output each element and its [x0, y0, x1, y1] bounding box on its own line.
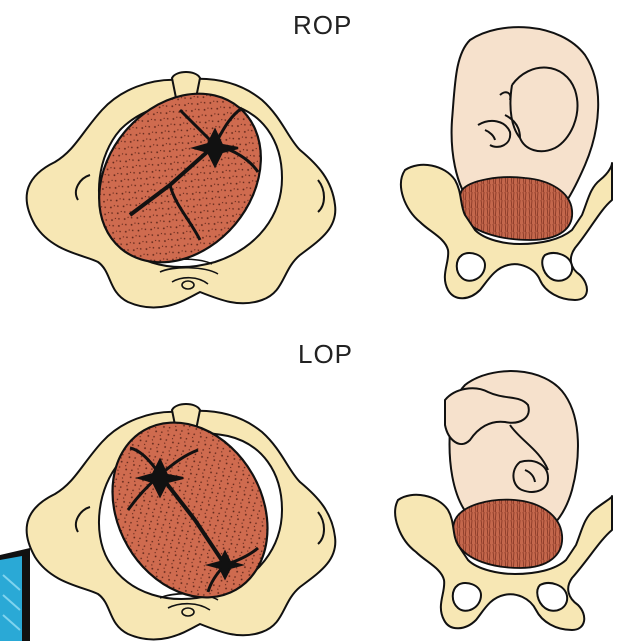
fetal-hair-lop — [453, 500, 562, 568]
slide-corner-accent — [0, 548, 30, 641]
